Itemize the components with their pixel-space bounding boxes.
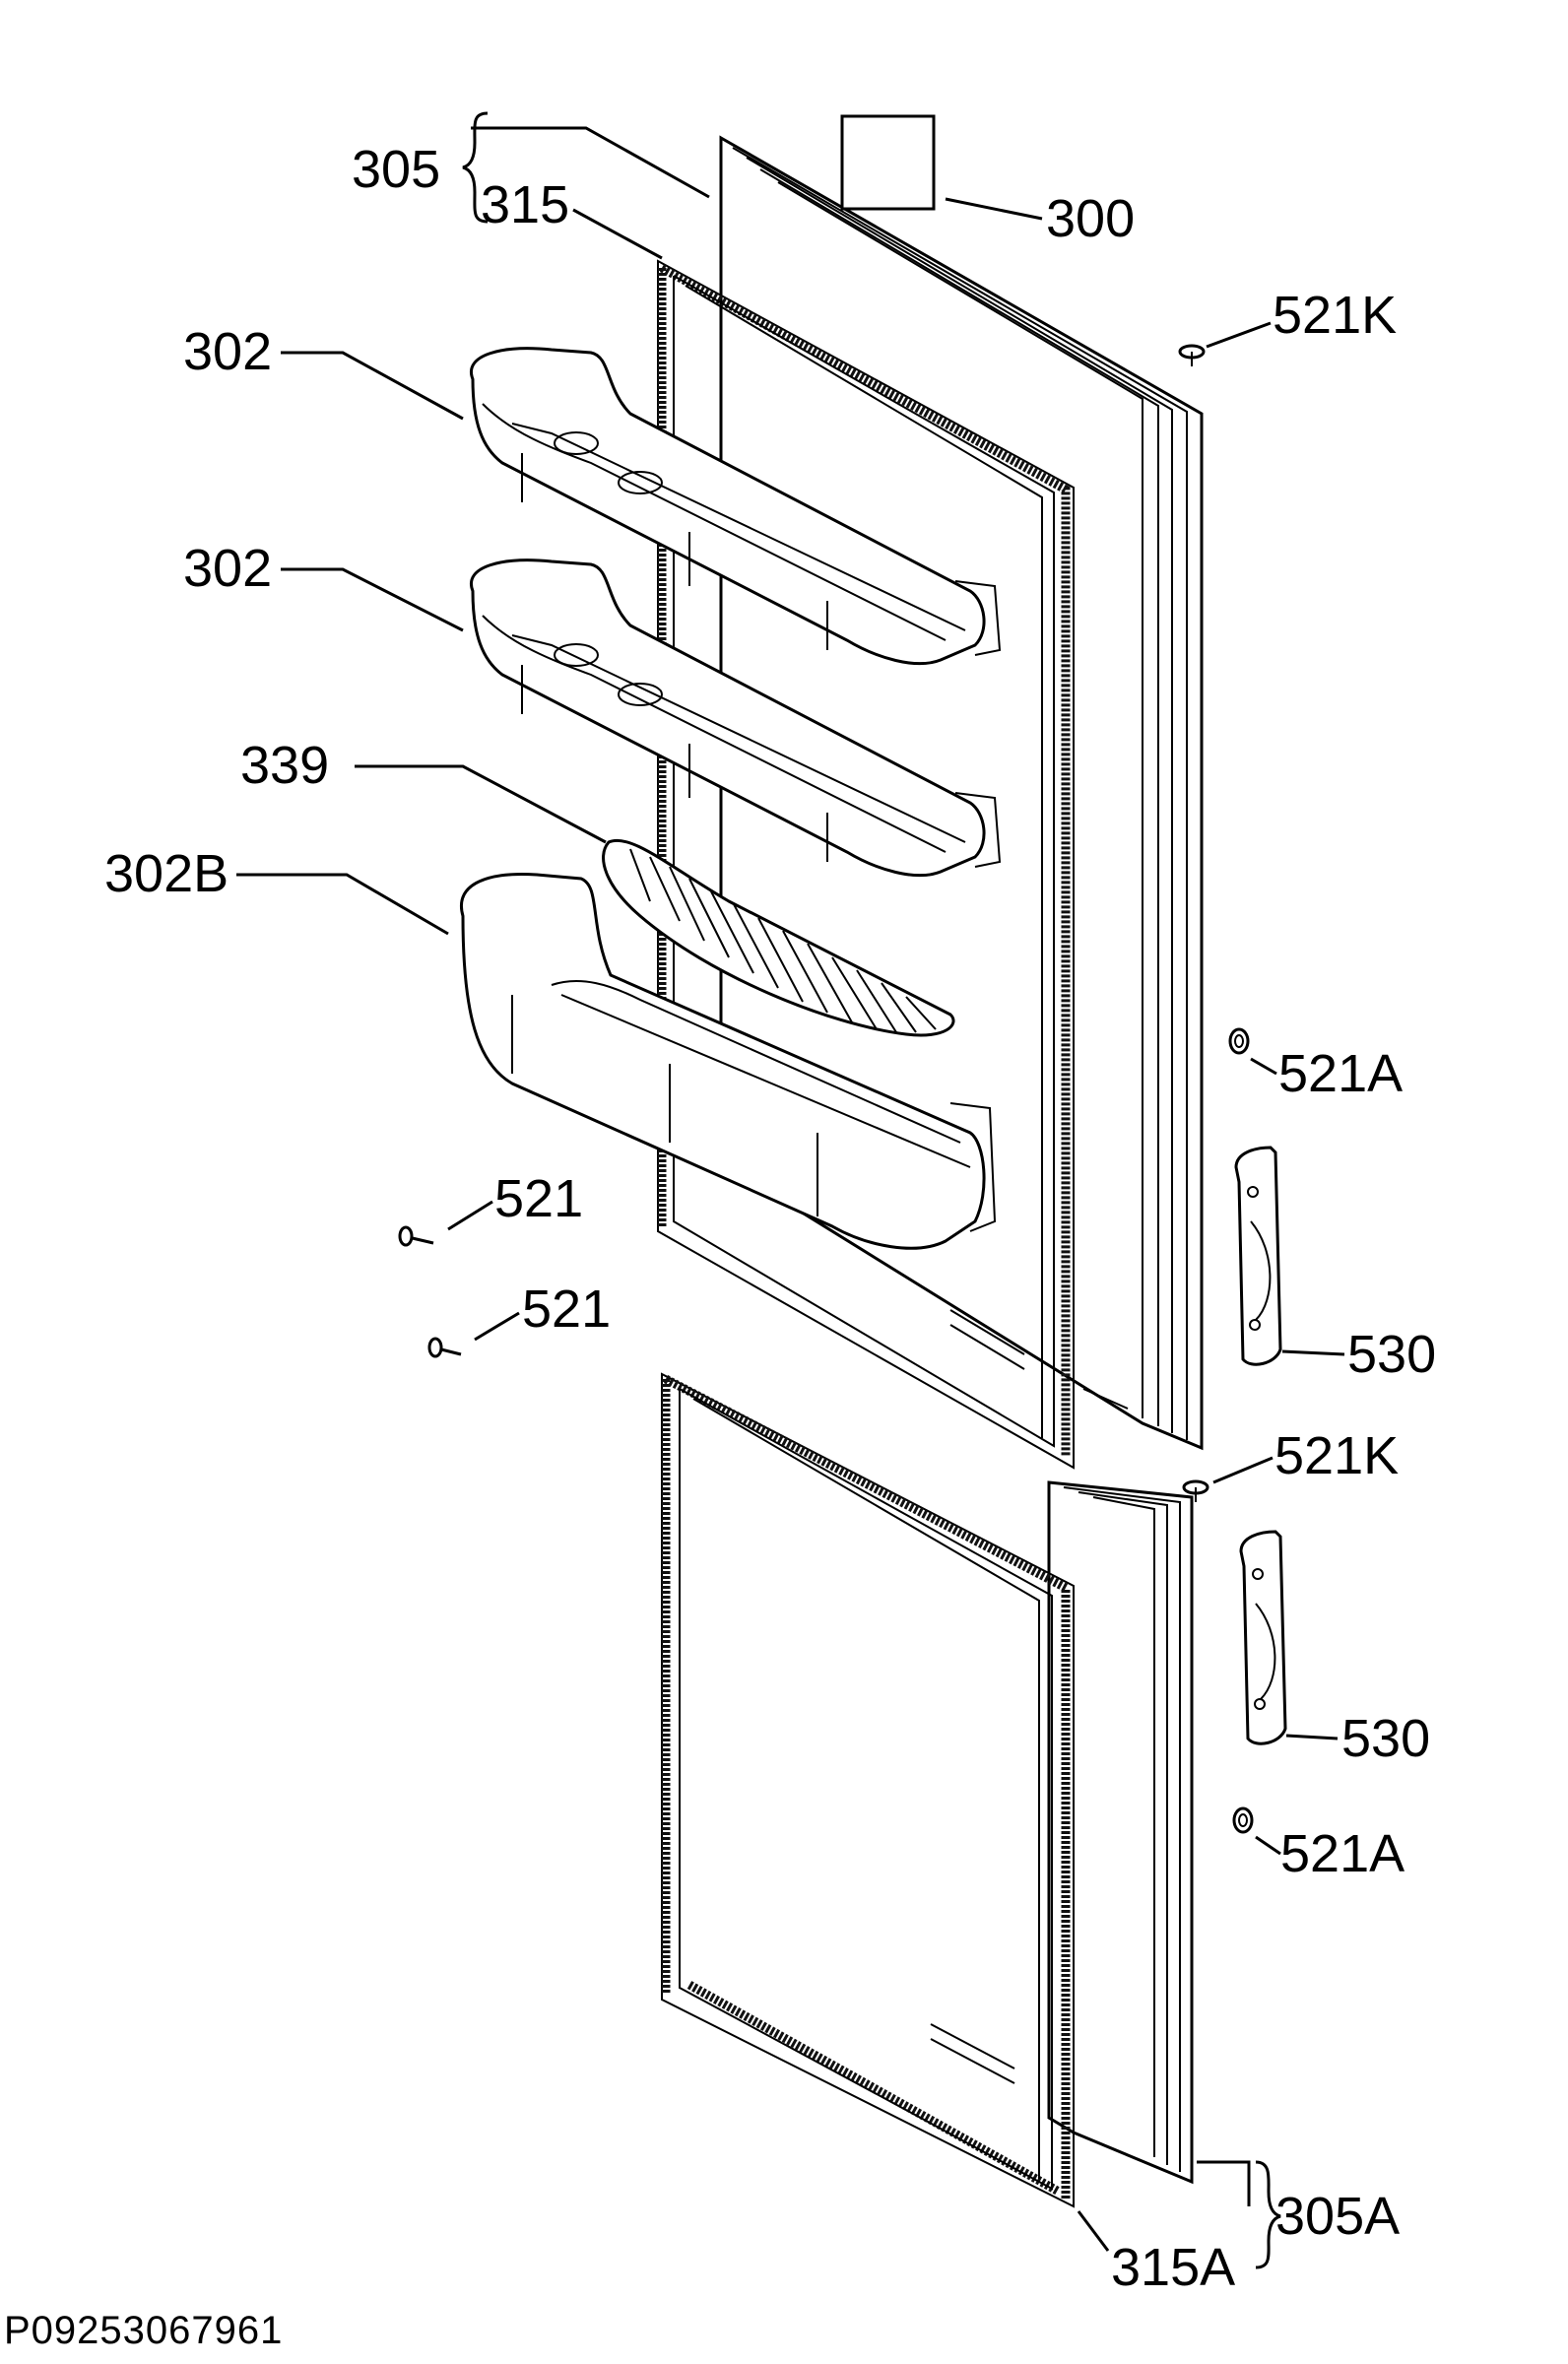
screw-521-a	[398, 1225, 434, 1247]
part-labels: 305 315 300 521K 302 302 339 302B 521A 5…	[104, 140, 1436, 2297]
leader-lines	[236, 126, 1345, 2252]
label-302-lower: 302	[183, 539, 272, 598]
screw-521k-mid	[1182, 1479, 1209, 1502]
rating-label-plate	[840, 114, 936, 211]
label-315a: 315A	[1111, 2238, 1235, 2297]
label-305: 305	[352, 140, 440, 199]
lower-door-gasket	[661, 1372, 1075, 2208]
label-300: 300	[1046, 189, 1135, 248]
cap-521a-top	[1228, 1027, 1250, 1055]
label-315: 315	[481, 175, 569, 234]
label-521a-top: 521A	[1278, 1044, 1403, 1103]
bottle-balcony-302b	[460, 873, 997, 1250]
label-302-upper: 302	[183, 322, 272, 381]
label-521k-mid: 521K	[1274, 1426, 1399, 1485]
bottle-retainer-339	[602, 838, 955, 1037]
label-521k-top: 521K	[1273, 286, 1397, 345]
drawing-reference-code: P09253067961	[4, 2309, 284, 2352]
label-530-top: 530	[1347, 1325, 1436, 1384]
label-521a-bottom: 521A	[1280, 1824, 1405, 1883]
label-305a: 305A	[1275, 2187, 1400, 2246]
door-handle-530-top	[1234, 1146, 1282, 1366]
door-balcony-302-lower	[469, 558, 1002, 878]
brace-305-315	[462, 111, 489, 224]
cap-521a-bottom	[1232, 1806, 1254, 1834]
label-339: 339	[240, 736, 329, 795]
label-521-a: 521	[494, 1169, 583, 1228]
screw-521k-top	[1178, 344, 1206, 366]
screw-521-b	[427, 1337, 462, 1358]
lower-door-panel	[1047, 1480, 1194, 2185]
label-530-bottom: 530	[1341, 1709, 1430, 1768]
brace-305a-315a	[1255, 2160, 1281, 2269]
label-521-b: 521	[522, 1280, 611, 1339]
door-handle-530-bottom	[1239, 1530, 1287, 1745]
door-balcony-302-upper	[469, 347, 1002, 666]
label-302b: 302B	[104, 844, 229, 903]
